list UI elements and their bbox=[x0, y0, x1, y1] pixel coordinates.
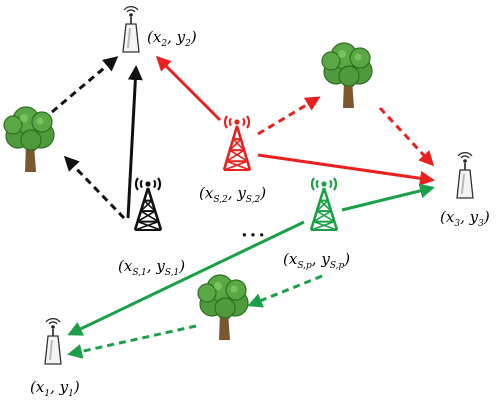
los-link-s2-rx2 bbox=[155, 55, 222, 122]
los-link-s2-rx3 bbox=[257, 153, 435, 186]
tree-obstacle-icon bbox=[196, 273, 250, 342]
label-rx2: (x2, y2) bbox=[147, 28, 197, 49]
transmitter-tower-icon bbox=[309, 177, 339, 231]
nlos-link-sp-tree bbox=[247, 274, 323, 308]
transmitter-tower-icon bbox=[222, 115, 252, 171]
label-rx3: (x3, y3) bbox=[440, 208, 490, 229]
nlos-link-s2-tree bbox=[257, 96, 321, 136]
nlos-link-tree-rx2 bbox=[51, 56, 119, 114]
los-link-sp-rx3 bbox=[341, 183, 435, 212]
transmitter-tower-icon bbox=[133, 177, 163, 231]
los-link-s1-rx2 bbox=[126, 65, 143, 219]
ellipsis: … bbox=[240, 213, 266, 243]
receiver-antenna-icon bbox=[456, 151, 474, 199]
los-link-sp-rx1 bbox=[67, 220, 305, 336]
transmitter-towers bbox=[133, 115, 339, 231]
nlos-link-tree-rx1 bbox=[67, 324, 197, 359]
tree-obstacle-icon bbox=[2, 105, 56, 174]
receiver-antenna-icon bbox=[44, 317, 62, 365]
label-s2: (xS,2, yS,2) bbox=[199, 184, 266, 205]
tree-obstacle-icon bbox=[320, 41, 374, 110]
nlos-link-tree-rx3 bbox=[378, 106, 435, 167]
label-s1: (xS,1, yS,1) bbox=[118, 257, 185, 278]
label-rx1: (x1, y1) bbox=[30, 378, 80, 399]
nlos-link-s1-tree bbox=[63, 155, 126, 220]
receiver-antenna-icon bbox=[122, 5, 140, 53]
label-sp: (xS,p, yS,p) bbox=[283, 250, 350, 271]
